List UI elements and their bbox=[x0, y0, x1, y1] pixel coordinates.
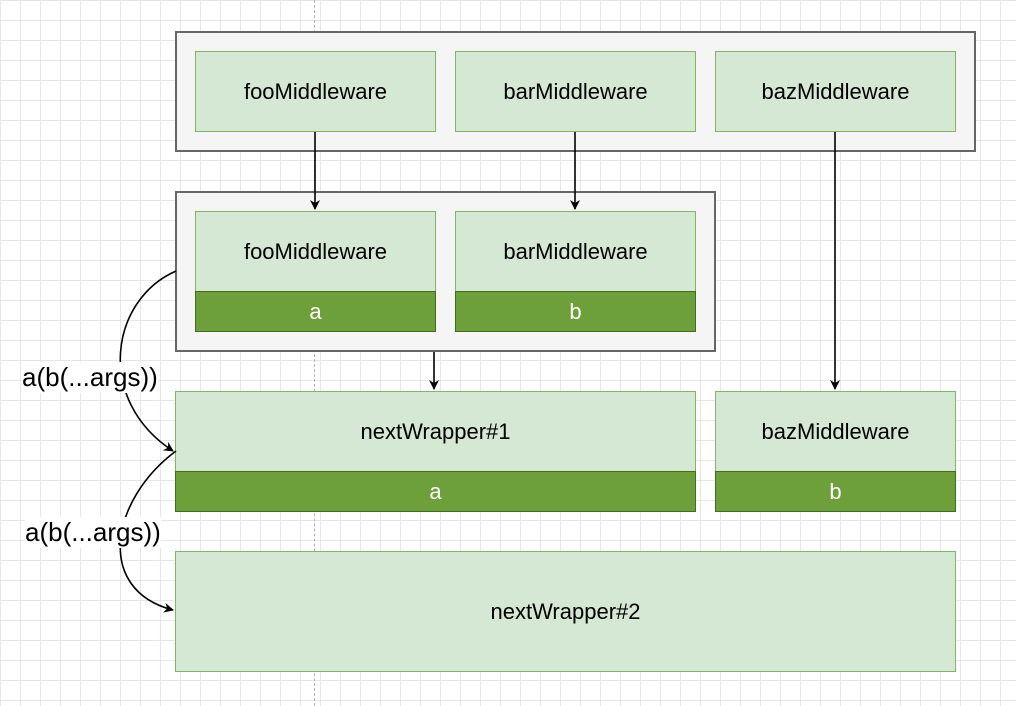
next-wrapper-1-box[interactable]: nextWrapper#1 bbox=[175, 391, 696, 472]
baz-middleware-label: bazMiddleware bbox=[761, 78, 910, 104]
next-wrapper-2-label: nextWrapper#2 bbox=[490, 598, 641, 624]
foo-middleware-box[interactable]: fooMiddleware bbox=[195, 51, 436, 132]
next-wrapper-1-label: nextWrapper#1 bbox=[360, 418, 511, 444]
bar-middleware-label: barMiddleware bbox=[503, 78, 648, 104]
dashed-guide-line bbox=[314, 0, 315, 706]
next-wrapper-1-tag-bar[interactable]: a bbox=[175, 471, 696, 512]
baz-middleware-wrapped-label: bazMiddleware bbox=[761, 418, 910, 444]
edge-label-first: a(b(...args)) bbox=[22, 362, 158, 393]
bar-tag-label: b bbox=[569, 298, 582, 324]
baz-tag-bar[interactable]: b bbox=[715, 471, 956, 512]
edge-label-second-text: a(b(...args)) bbox=[25, 517, 161, 547]
foo-middleware-composed-label: fooMiddleware bbox=[243, 238, 388, 264]
bar-middleware-composed-box[interactable]: barMiddleware bbox=[455, 211, 696, 292]
baz-middleware-box[interactable]: bazMiddleware bbox=[715, 51, 956, 132]
edge-label-first-text: a(b(...args)) bbox=[22, 362, 158, 392]
foo-tag-label: a bbox=[309, 298, 322, 324]
next-wrapper-1-tag-label: a bbox=[429, 478, 442, 504]
baz-middleware-wrapped-box[interactable]: bazMiddleware bbox=[715, 391, 956, 472]
foo-middleware-composed-box[interactable]: fooMiddleware bbox=[195, 211, 436, 292]
bar-tag-bar[interactable]: b bbox=[455, 291, 696, 332]
baz-tag-label: b bbox=[829, 478, 842, 504]
next-wrapper-2-box[interactable]: nextWrapper#2 bbox=[175, 551, 956, 672]
bar-middleware-box[interactable]: barMiddleware bbox=[455, 51, 696, 132]
curve-composed-to-next-wrapper-1 bbox=[119, 270, 177, 452]
foo-middleware-label: fooMiddleware bbox=[243, 78, 388, 104]
foo-tag-bar[interactable]: a bbox=[195, 291, 436, 332]
edge-label-second: a(b(...args)) bbox=[25, 517, 161, 548]
bar-middleware-composed-label: barMiddleware bbox=[503, 238, 648, 264]
